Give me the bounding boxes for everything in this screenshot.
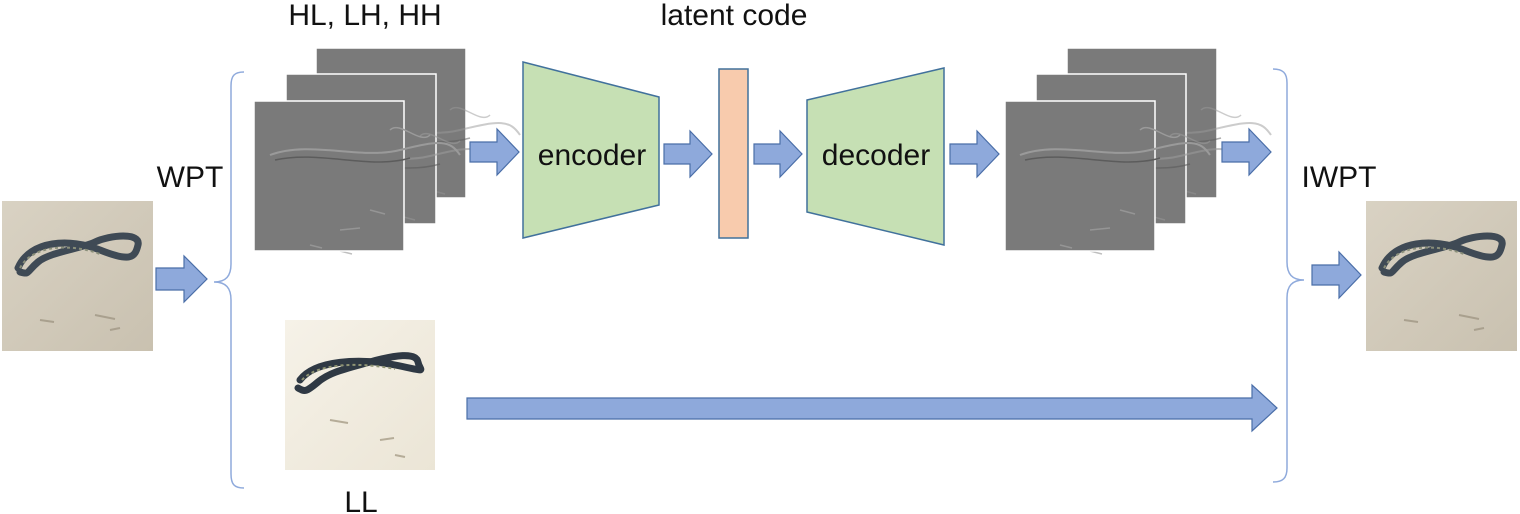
- arrow-subbands-to-iwpt: [1221, 127, 1272, 177]
- arrow-latent-to-decoder: [753, 129, 803, 179]
- input-image: [2, 201, 153, 351]
- latent-label: latent code: [661, 0, 808, 32]
- arrow-encoder-to-latent: [663, 129, 713, 179]
- arrow-subbands-to-encoder: [469, 127, 520, 177]
- left-brace: [213, 71, 245, 489]
- right-brace: [1272, 68, 1305, 483]
- output-image: [1366, 201, 1517, 351]
- encoder-label: encoder: [538, 139, 646, 172]
- latent-code-block: [718, 68, 749, 239]
- low-frequency-subband: [285, 320, 435, 470]
- encoder-block: [522, 61, 660, 239]
- arrow-ll-to-iwpt: [466, 383, 1278, 433]
- reconstructed-subbands: [1004, 47, 1272, 255]
- iwpt-label: IWPT: [1302, 161, 1377, 194]
- wpt-label: WPT: [157, 161, 224, 194]
- subbands-high-label: HL, LH, HH: [288, 0, 441, 32]
- subband-low-label: LL: [344, 486, 377, 514]
- arrow-iwpt-to-output: [1311, 250, 1362, 300]
- arrow-input-to-wpt: [155, 254, 208, 304]
- decoder-block: [806, 67, 945, 246]
- arrow-decoder-to-subbands: [949, 129, 1000, 179]
- decoder-label: decoder: [822, 139, 930, 172]
- high-frequency-subbands: [253, 47, 521, 255]
